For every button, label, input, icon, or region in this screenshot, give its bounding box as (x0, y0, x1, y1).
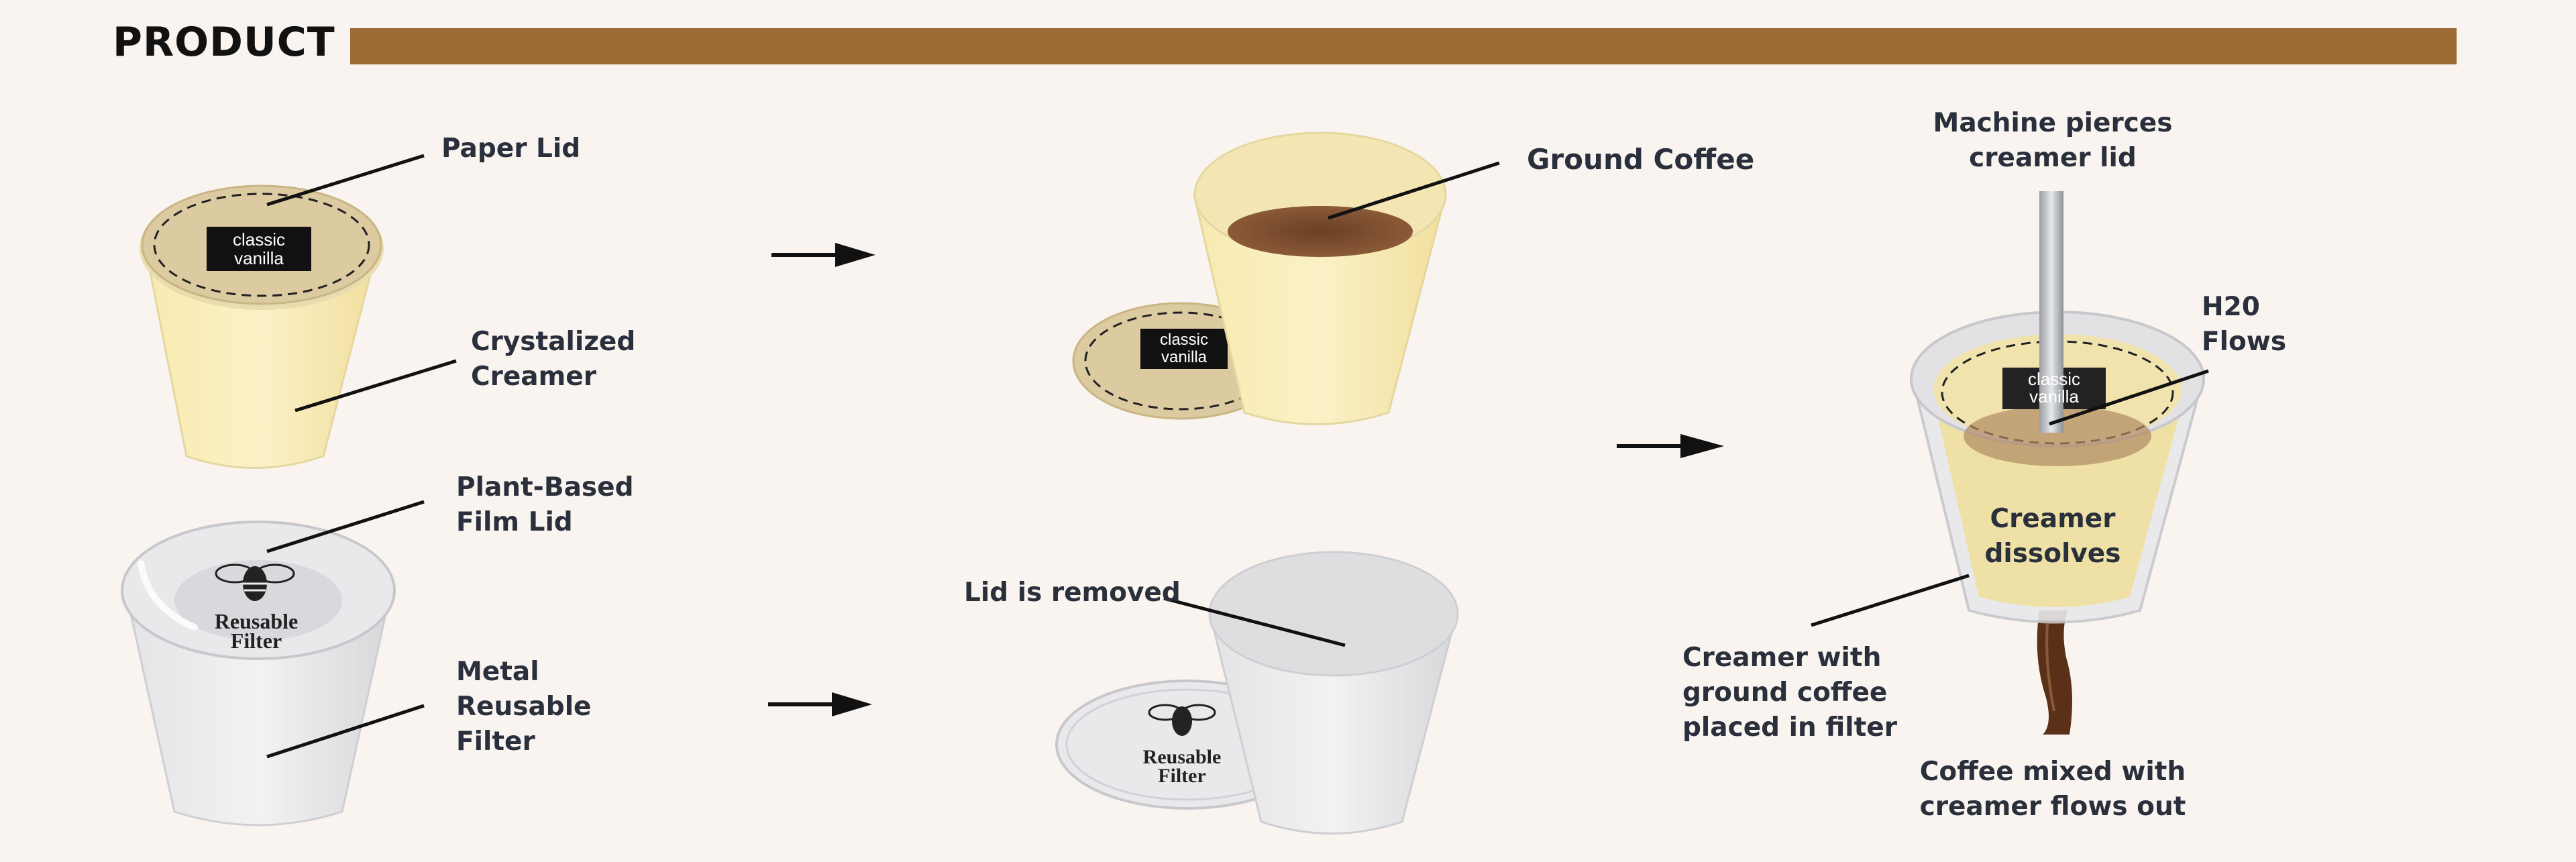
label-line: ground coffee (1682, 678, 1888, 708)
label-line: dissolves (1984, 539, 2121, 569)
paper-lid-pointer (266, 154, 425, 207)
film-lid-pointer (266, 500, 425, 553)
filter-logo-line2: Filter (1158, 765, 1206, 787)
label-crystalized-creamer: Crystalized Creamer (471, 325, 635, 394)
arrow-bottom (768, 692, 872, 716)
empty-filter-cup (1208, 551, 1459, 834)
lid-text-line1: classic (2028, 369, 2080, 389)
label-line: Creamer with (1682, 643, 1882, 673)
coffee-stream (2037, 610, 2072, 735)
filter-logo-line1: Reusable (1143, 746, 1222, 768)
metal-filter-pointer (266, 704, 425, 759)
label-creamer-dissolves: Creamer dissolves (1945, 502, 2160, 572)
label-paper-lid: Paper Lid (441, 133, 581, 164)
bee-icon (215, 563, 295, 601)
label-line: H20 (2202, 292, 2260, 322)
lid-text-line2: vanilla (1161, 348, 1208, 366)
ground-coffee (1228, 206, 1413, 257)
filter-logo-line2: Filter (231, 629, 282, 653)
h2o-pointer (2049, 369, 2209, 426)
lid-text-line2: vanilla (2029, 386, 2079, 407)
machine-needle (2039, 191, 2063, 433)
coffee-cup (1193, 131, 1447, 425)
paper-lid (141, 184, 382, 305)
lid-removed-pointer (1163, 596, 1346, 647)
lid-text-line2: vanilla (234, 248, 284, 268)
label-line: Crystalized (471, 327, 636, 357)
page-title: PRODUCT (113, 19, 335, 66)
filter-logo-line1: Reusable (215, 609, 298, 633)
label-line: Flows (2202, 327, 2287, 357)
label-line: creamer lid (1969, 143, 2137, 173)
bee-icon (1148, 704, 1216, 736)
label-h2o-flows: H20 Flows (2202, 290, 2286, 360)
label-line: Creamer (471, 362, 596, 392)
creamer-placed-pointer (1811, 574, 1970, 627)
label-line: Machine pierces (1933, 108, 2173, 138)
label-line: placed in filter (1682, 712, 1897, 743)
ground-coffee-pointer (1328, 161, 1500, 220)
label-line: creamer flows out (1919, 792, 2186, 822)
lid-text-line1: classic (233, 229, 285, 250)
label-film-lid: Plant-Based Film Lid (456, 470, 634, 540)
header-accent-bar (350, 28, 2457, 64)
lid-text-line1: classic (1160, 331, 1208, 349)
label-line: Metal (456, 657, 539, 687)
label-lid-removed: Lid is removed (964, 578, 1181, 608)
label-line: Film Lid (456, 507, 573, 537)
label-line: Reusable (456, 692, 592, 722)
label-coffee-flows-out: Coffee mixed with creamer flows out (1898, 755, 2207, 824)
arrow-top (771, 243, 875, 267)
label-metal-filter: Metal Reusable Filter (456, 655, 592, 759)
creamer-pointer (294, 359, 457, 413)
label-line: Creamer (1990, 504, 2116, 534)
label-ground-coffee: Ground Coffee (1527, 143, 1755, 176)
arrow-middle (1617, 434, 1724, 458)
brewing-filter-cup (1910, 311, 2206, 624)
label-line: Filter (456, 726, 535, 757)
label-line: Plant-Based (456, 472, 634, 502)
label-line: Coffee mixed with (1919, 757, 2186, 787)
label-creamer-placed: Creamer with ground coffee placed in fil… (1682, 641, 1897, 745)
label-machine-pierces: Machine pierces creamer lid (1919, 106, 2187, 176)
